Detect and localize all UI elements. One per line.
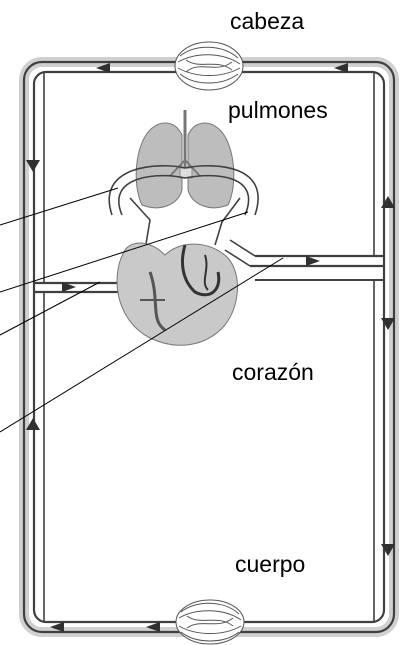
arrow-icon-mid-right	[306, 256, 320, 266]
label-head: cabeza	[230, 10, 304, 33]
capillary-icon-head	[175, 42, 243, 90]
label-lungs: pulmones	[228, 99, 328, 122]
capillary-icon-body	[176, 600, 244, 644]
pointer-line-1	[0, 188, 118, 225]
lungs-illustration	[136, 110, 234, 208]
heart-illustration	[117, 243, 237, 345]
label-heart: corazón	[232, 361, 314, 384]
pointer-line-3	[0, 282, 100, 335]
label-body: cuerpo	[235, 553, 305, 576]
